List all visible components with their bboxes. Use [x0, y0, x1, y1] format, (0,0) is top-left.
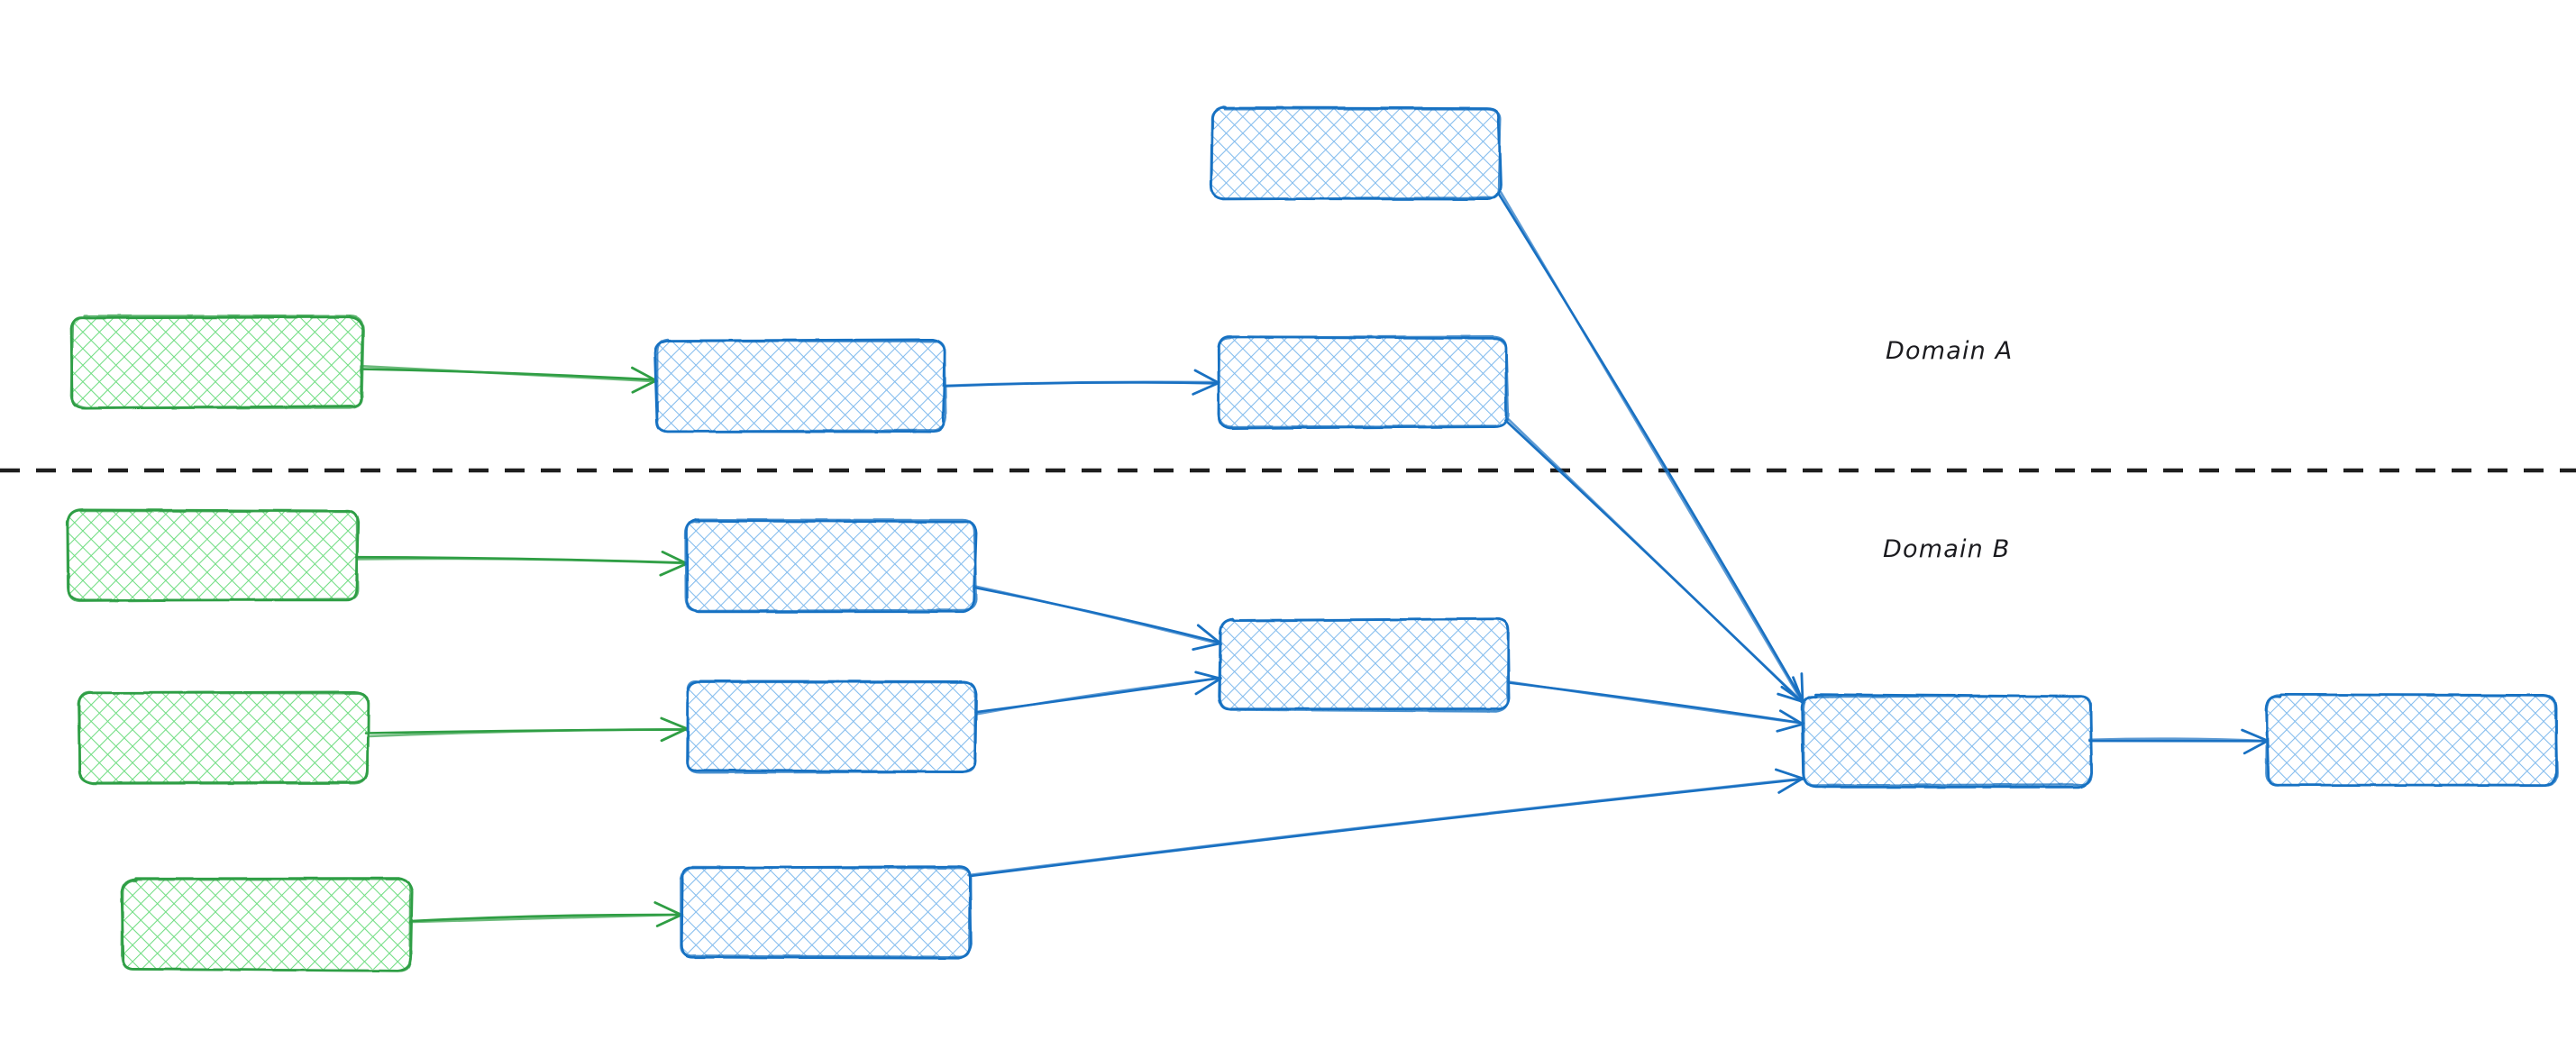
node-fill-b-merge [1219, 619, 1510, 711]
node-layer [66, 105, 2559, 972]
edge-b-src-3-to-b-proc-3[interactable] [408, 901, 684, 927]
edge-shaft [408, 913, 684, 924]
edge-arrowhead [1194, 670, 1222, 680]
edge-arrowhead [1777, 692, 1804, 703]
node-fill-b-proc-1 [686, 520, 975, 612]
node-fill-b-proc-3 [681, 866, 971, 958]
node-outline-a-proc-3 [1210, 105, 1502, 201]
edge-b-proc-2-to-b-merge[interactable] [974, 670, 1222, 716]
node-fill-a-src-1 [71, 316, 362, 408]
edge-b-proc-1-to-b-merge[interactable] [973, 585, 1223, 651]
node-b-final[interactable] [2265, 693, 2559, 787]
node-b-proc-1[interactable] [684, 518, 978, 614]
node-b-src-2[interactable] [77, 690, 370, 785]
edge-arrowhead [1192, 642, 1222, 651]
node-fill-a-proc-3 [1210, 107, 1501, 199]
edge-arrowhead [660, 716, 689, 730]
edge-a-proc-3-to-b-sink[interactable] [1497, 189, 1804, 704]
domain-a-label: Domain A [1886, 337, 2014, 365]
node-outline-b-proc-1 [684, 518, 978, 613]
edge-arrowhead [1775, 768, 1804, 780]
edge-arrowhead [1778, 709, 1804, 725]
node-a-proc-2[interactable] [1217, 334, 1510, 430]
edge-a-proc-1-to-a-proc-2[interactable] [942, 369, 1220, 396]
edge-b-src-1-to-b-proc-1[interactable] [355, 551, 689, 577]
edge-arrowhead [2241, 728, 2270, 743]
node-outline-b-final [2265, 693, 2559, 787]
edge-arrowhead [1777, 777, 1804, 794]
edge-arrowhead [1196, 624, 1222, 645]
edge-arrowhead [2243, 739, 2270, 755]
node-fill-a-proc-2 [1219, 337, 1507, 428]
edge-arrowhead [1193, 369, 1220, 385]
edge-shaft [974, 585, 1223, 646]
node-b-src-3[interactable] [120, 877, 414, 972]
edge-b-merge-to-b-sink[interactable] [1507, 680, 1805, 733]
node-b-proc-2[interactable] [686, 680, 978, 774]
edge-arrowhead [1800, 672, 1804, 703]
edge-arrowhead [660, 727, 689, 743]
edge-shaft [360, 364, 658, 383]
edge-a-proc-2-to-b-sink[interactable] [1504, 418, 1804, 704]
edge-shaft [357, 557, 688, 565]
edge-arrowhead [653, 901, 683, 917]
node-fill-a-proc-1 [655, 340, 945, 432]
node-outline-b-src-2 [78, 690, 370, 785]
edge-b-sink-to-b-final[interactable] [2087, 728, 2270, 755]
node-fill-b-final [2267, 695, 2557, 786]
edge-shaft [974, 677, 1222, 716]
node-a-proc-1[interactable] [653, 338, 947, 433]
edge-layer [355, 189, 2270, 927]
edge-shaft [2087, 737, 2269, 743]
domain-b-label: Domain B [1883, 535, 2011, 563]
node-b-merge[interactable] [1218, 617, 1511, 713]
edge-shaft [942, 380, 1220, 388]
edge-arrowhead [659, 562, 689, 577]
node-fill-b-src-1 [68, 509, 357, 601]
node-outline-b-src-1 [66, 508, 359, 603]
node-fill-b-sink [1802, 695, 2092, 786]
node-outline-b-src-3 [120, 878, 412, 972]
node-fill-b-proc-2 [686, 680, 976, 772]
edge-b-proc-3-to-b-sink[interactable] [967, 768, 1805, 878]
node-outline-b-proc-2 [686, 680, 977, 774]
edge-shaft [368, 727, 689, 738]
edge-shaft [968, 778, 1805, 878]
edge-shaft [967, 777, 1804, 877]
edge-shaft [1498, 189, 1804, 704]
node-b-sink[interactable] [1800, 693, 2093, 789]
edge-arrowhead [1792, 676, 1804, 703]
edge-arrowhead [655, 913, 683, 927]
edge-arrowhead [1776, 723, 1804, 733]
node-fill-b-src-3 [122, 879, 412, 971]
node-a-proc-3[interactable] [1210, 105, 1503, 201]
node-fill-b-src-2 [78, 691, 369, 783]
edge-arrowhead [1194, 677, 1222, 696]
edge-a-src-1-to-a-proc-1[interactable] [360, 364, 658, 394]
node-a-src-1[interactable] [69, 315, 365, 410]
edge-shaft [1509, 680, 1804, 725]
node-b-src-1[interactable] [66, 508, 360, 603]
node-outline-b-merge [1219, 617, 1511, 713]
node-outline-b-sink [1802, 695, 2093, 787]
node-b-proc-3[interactable] [680, 865, 973, 960]
edge-arrowhead [631, 379, 658, 394]
node-outline-a-proc-2 [1217, 334, 1510, 429]
edge-b-src-2-to-b-proc-2[interactable] [364, 716, 689, 743]
edge-shaft [1507, 418, 1804, 703]
edge-arrowhead [631, 366, 658, 382]
node-outline-a-src-1 [69, 315, 365, 410]
node-outline-a-proc-1 [655, 338, 947, 433]
node-outline-b-proc-3 [680, 865, 972, 959]
edge-arrowhead [1192, 381, 1220, 396]
edge-arrowhead [661, 551, 689, 565]
